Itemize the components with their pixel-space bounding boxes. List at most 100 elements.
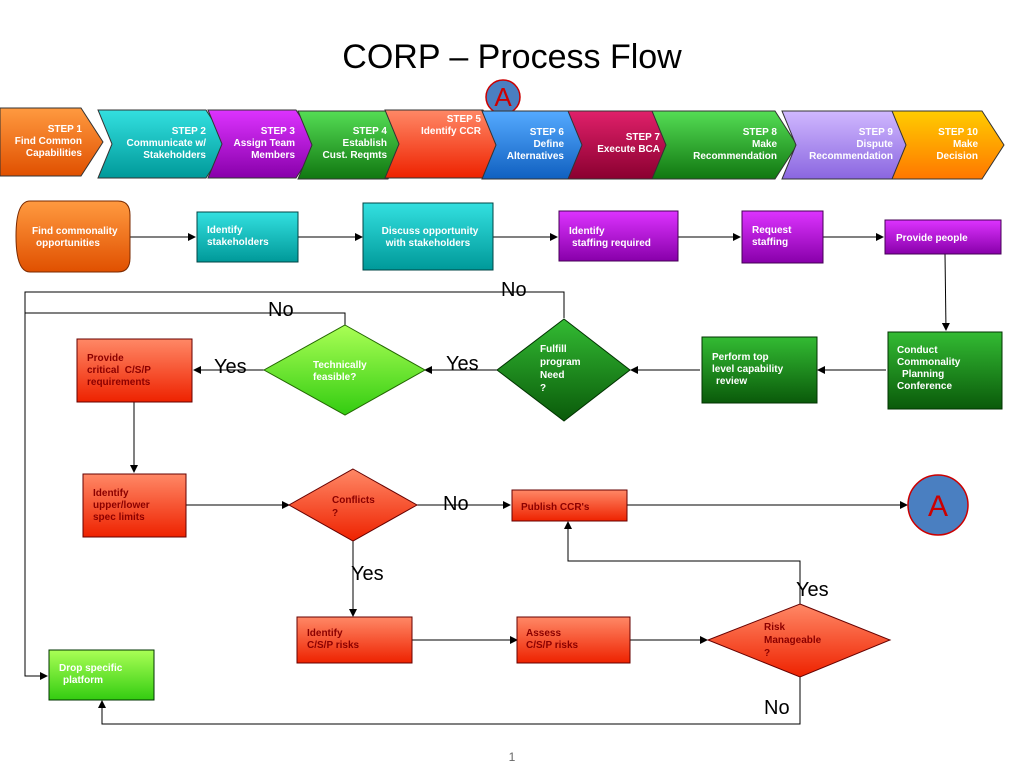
step-chevron-8-line-3: Recommendation bbox=[693, 151, 777, 162]
node-provide-people-line: Provide people bbox=[896, 233, 968, 244]
flow-connectors bbox=[24, 233, 950, 725]
step-chevron-7-line-1: STEP 7 bbox=[626, 132, 661, 143]
step-chevron-9-line-3: Recommendation bbox=[809, 151, 893, 162]
label-yes-conflicts: Yes bbox=[351, 563, 384, 585]
label-yes-technical: Yes bbox=[214, 356, 247, 378]
node-drop-platform-line: platform bbox=[63, 675, 103, 686]
node-publish-ccr: Publish CCR's bbox=[511, 489, 628, 522]
step-chevron-6-line-2: Define bbox=[533, 139, 564, 150]
svg-text:Conflicts?: Conflicts? bbox=[332, 495, 375, 519]
node-assess-risks-line: C/S/P risks bbox=[526, 640, 579, 651]
node-conflicts-line: Conflicts bbox=[332, 495, 375, 506]
node-conflicts: Conflicts? bbox=[287, 468, 419, 542]
label-no-risk: No bbox=[764, 697, 790, 719]
step-chevron-3-line-2: Assign Team bbox=[234, 138, 296, 149]
step-chevron-6-line-3: Alternatives bbox=[507, 151, 565, 162]
node-perform-review-line: level capability bbox=[712, 364, 784, 375]
node-identify-risks-line: Identify bbox=[307, 628, 343, 639]
node-provide-critical-line: requirements bbox=[87, 377, 151, 388]
node-fulfill-need-line: ? bbox=[540, 383, 546, 394]
step-chevron-4-line-3: Cust. Reqmts bbox=[323, 150, 388, 161]
step-chevron-3-line-3: Members bbox=[251, 150, 295, 161]
step-chevron-5-line-2: Identify CCR bbox=[421, 126, 482, 137]
node-find-commonality-line: Find commonality bbox=[32, 226, 118, 237]
step-chevron-2-line-2: Communicate w/ bbox=[127, 138, 207, 149]
step-chevron-10-line-1: STEP 10 bbox=[938, 127, 978, 138]
node-identify-staffing-line: Identify bbox=[569, 226, 605, 237]
node-identify-risks-line: C/S/P risks bbox=[307, 640, 360, 651]
node-provide-critical-line: Provide bbox=[87, 353, 124, 364]
label-yes-risk: Yes bbox=[796, 579, 829, 601]
node-provide-people: Provide people bbox=[884, 219, 1002, 255]
step-chevron-2-line-1: STEP 2 bbox=[172, 126, 207, 137]
step-chevron-7-line-2: Execute BCA bbox=[597, 144, 660, 155]
step-chevron-9-line-2: Dispute bbox=[856, 139, 893, 150]
page-title: CORP – Process Flow bbox=[342, 38, 682, 76]
connector-a-right: A bbox=[907, 474, 969, 536]
step-chevron-1-line-3: Capabilities bbox=[26, 148, 83, 159]
step-chevron-6-line-1: STEP 6 bbox=[530, 127, 565, 138]
node-technically-feasible-line: feasible? bbox=[313, 372, 356, 383]
node-fulfill-need-line: Need bbox=[540, 370, 564, 381]
label-yes-fulfill: Yes bbox=[446, 353, 479, 375]
node-discuss-opportunity-line: Discuss opportunity bbox=[382, 226, 479, 237]
node-identify-staffing-line: staffing required bbox=[572, 238, 651, 249]
step-chevron-5-line-1: STEP 5 bbox=[447, 114, 482, 125]
label-no-technical: No bbox=[268, 299, 294, 321]
connector-a-top-label: A bbox=[494, 82, 512, 112]
step-chevron-8-line-2: Make bbox=[752, 139, 777, 150]
page-number: 1 bbox=[509, 750, 516, 764]
svg-text:Publish CCR's: Publish CCR's bbox=[521, 502, 590, 513]
node-drop-platform-line: Drop specific bbox=[59, 663, 123, 674]
node-request-staffing-line: Request bbox=[752, 225, 792, 236]
node-conduct-conference-line: Conduct bbox=[897, 345, 938, 356]
step-chevron-1-line-2: Find Common bbox=[15, 136, 82, 147]
node-risk-manageable-line: Manageable bbox=[764, 635, 822, 646]
node-request-staffing-line: staffing bbox=[752, 237, 788, 248]
node-identify-limits-line: spec limits bbox=[93, 512, 145, 523]
node-fulfill-need-line: program bbox=[540, 357, 581, 368]
label-no-conflicts: No bbox=[443, 493, 469, 515]
node-conflicts-line: ? bbox=[332, 508, 338, 519]
node-assess-risks-line: Assess bbox=[526, 628, 561, 639]
node-identify-limits-line: upper/lower bbox=[93, 500, 150, 511]
